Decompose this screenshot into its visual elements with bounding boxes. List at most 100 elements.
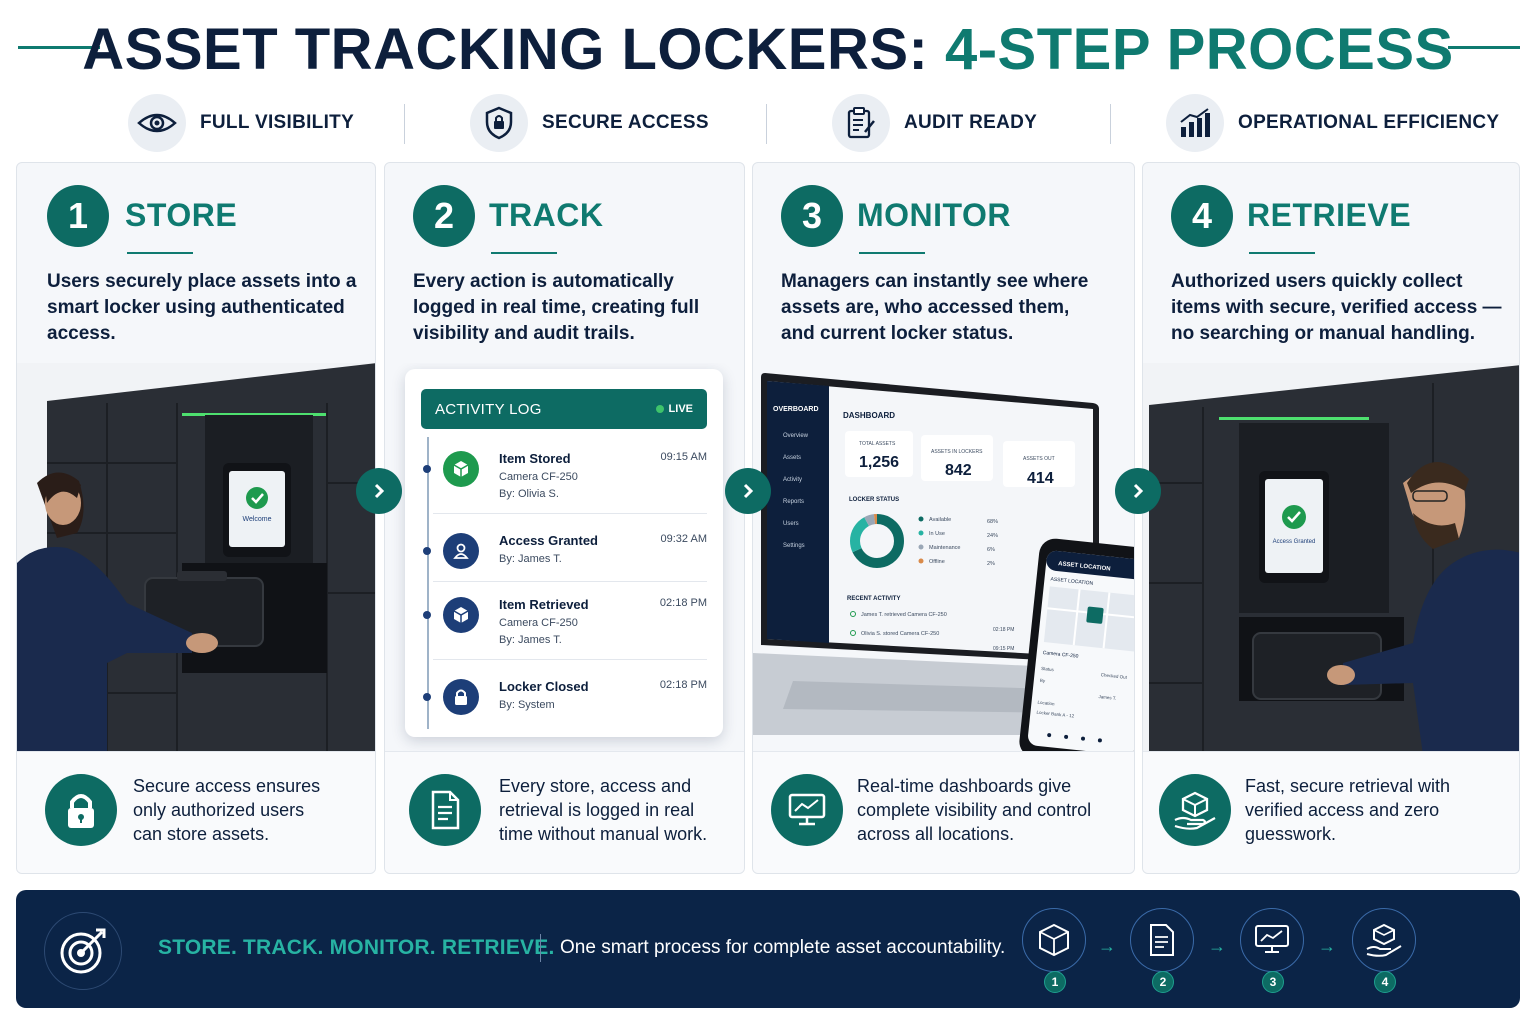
legend-swatch <box>918 558 924 564</box>
step-title: RETRIEVE <box>1247 197 1412 233</box>
log-entry-time: 09:15 AM <box>660 451 707 463</box>
locker-status-donut <box>850 514 904 568</box>
kpi-label: ASSETS IN LOCKERS <box>931 449 983 455</box>
kpi-label: ASSETS OUT <box>1023 456 1055 462</box>
step-footer: Fast, secure retrieval with verified acc… <box>1143 751 1519 873</box>
log-entry-name: Access Granted <box>499 533 598 548</box>
banner-step-number: 4 <box>1374 971 1396 993</box>
banner-separator <box>540 934 541 962</box>
donut-slice-offline <box>850 514 904 568</box>
log-entry-time: 02:18 PM <box>659 597 707 609</box>
monitor-chart-icon <box>771 774 843 846</box>
log-entry-item: Camera CF-250 <box>499 617 578 629</box>
recent-activity-title: RECENT ACTIVITY <box>847 596 900 602</box>
timeline-line <box>427 437 429 729</box>
legend-label: Maintenance <box>929 545 961 551</box>
phone-header: ASSET LOCATION <box>1058 561 1111 572</box>
check-icon <box>850 611 856 617</box>
log-separator <box>433 513 707 514</box>
timeline-node <box>423 547 431 555</box>
legend-swatch <box>918 544 924 550</box>
nav-item-activity[interactable]: Activity <box>783 477 802 483</box>
monitor-chart-icon <box>1255 925 1289 953</box>
box-hand-icon <box>1366 923 1402 957</box>
phone-row-key: By <box>1040 678 1046 684</box>
check-icon <box>850 630 856 636</box>
legend-swatch <box>918 530 924 536</box>
track-activity-scene: ACTIVITY LOG LIVE Item Stored 09:15 AM C… <box>385 363 744 755</box>
log-separator <box>433 659 707 660</box>
benefit-divider <box>1110 104 1111 144</box>
nav-item-users[interactable]: Users <box>783 521 799 527</box>
step-footer-text: Every store, access and retrieval is log… <box>499 776 708 844</box>
step-title: STORE <box>125 197 238 233</box>
kpi-card <box>845 431 913 477</box>
legend-label: Offline <box>929 559 945 565</box>
phone-item-name: Camera CF-250 <box>1042 650 1078 660</box>
legend-swatch <box>918 516 924 522</box>
nav-item-assets[interactable]: Assets <box>783 455 801 461</box>
nav-item-reports[interactable]: Reports <box>783 499 804 505</box>
step-footer-text: Real-time dashboards give complete visib… <box>857 776 1092 844</box>
title-rule-left <box>18 46 100 49</box>
phone-row-value: James T. <box>1098 694 1116 701</box>
kpi-value: 1,256 <box>859 454 899 471</box>
log-entry-name: Item Retrieved <box>499 597 589 612</box>
donut-slice-in-use <box>850 514 904 568</box>
step-description: Users securely place assets into a smart… <box>47 271 357 344</box>
phone-subheader: ASSET LOCATION <box>1050 576 1094 586</box>
lock-icon <box>443 679 479 715</box>
banner-step-store: 1 <box>1022 908 1086 993</box>
box-icon <box>1039 923 1069 957</box>
step-footer: Real-time dashboards give complete visib… <box>753 751 1134 873</box>
document-icon <box>1150 924 1174 956</box>
timeline-node <box>423 465 431 473</box>
step-title: TRACK <box>489 197 604 233</box>
locker-screen-text: Welcome <box>242 516 271 523</box>
page-title: ASSET TRACKING LOCKERS: 4-STEP PROCESS <box>82 16 1453 83</box>
banner-slogan: STORE. TRACK. MONITOR. RETRIEVE. <box>158 936 555 959</box>
benefit-secure-access: SECURE ACCESS <box>470 92 709 154</box>
step-description: Managers can instantly see where assets … <box>781 271 1089 344</box>
legend-value: 24% <box>987 533 998 539</box>
title-underline <box>127 252 193 254</box>
kpi-card <box>1003 441 1075 487</box>
log-entry-time: 09:32 AM <box>660 533 707 545</box>
recent-activity-text: Olivia S. stored Camera CF-250 <box>861 631 939 637</box>
log-entry-item: Camera CF-250 <box>499 471 578 483</box>
timeline-node <box>423 611 431 619</box>
recent-activity-time: 02:18 PM <box>993 627 1014 633</box>
live-dot-icon <box>655 405 664 413</box>
box-icon <box>443 451 479 487</box>
nav-item-overview[interactable]: Overview <box>783 433 809 439</box>
kpi-label: TOTAL ASSETS <box>859 441 896 447</box>
next-arrow-icon <box>725 468 771 514</box>
title-underline <box>491 252 557 254</box>
step-title: MONITOR <box>857 197 1012 233</box>
nav-item-settings[interactable]: Settings <box>783 543 805 549</box>
activity-log-title: ACTIVITY LOG <box>435 400 542 418</box>
log-entry-user: By: System <box>499 699 555 711</box>
step-number: 1 <box>47 185 109 247</box>
step-footer: Secure access ensures only authorized us… <box>17 751 375 873</box>
benefit-label: AUDIT READY <box>904 112 1038 133</box>
banner-arrow-icon: → <box>1318 936 1336 956</box>
benefit-full-visibility: FULL VISIBILITY <box>128 92 354 154</box>
benefit-divider <box>404 104 405 144</box>
live-label: LIVE <box>668 403 693 415</box>
step-number: 4 <box>1171 185 1233 247</box>
monitor-dashboard-scene: OVERBOARD Overview Assets Activity Repor… <box>753 363 1134 755</box>
legend-label: In Use <box>929 531 945 537</box>
legend-value: 2% <box>987 561 995 567</box>
next-arrow-icon <box>1115 468 1161 514</box>
phone-row-key: Location <box>1037 700 1055 707</box>
banner-step-monitor: 3 <box>1240 908 1304 993</box>
step-footer: Every store, access and retrieval is log… <box>385 751 744 873</box>
bar-chart-icon <box>1166 94 1224 152</box>
phone-row-key: Status <box>1041 666 1055 672</box>
legend-value: 6% <box>987 547 995 553</box>
step-panel-track: 2 TRACK Every action is automatically lo… <box>384 162 745 874</box>
dashboard-sidebar <box>767 381 829 643</box>
